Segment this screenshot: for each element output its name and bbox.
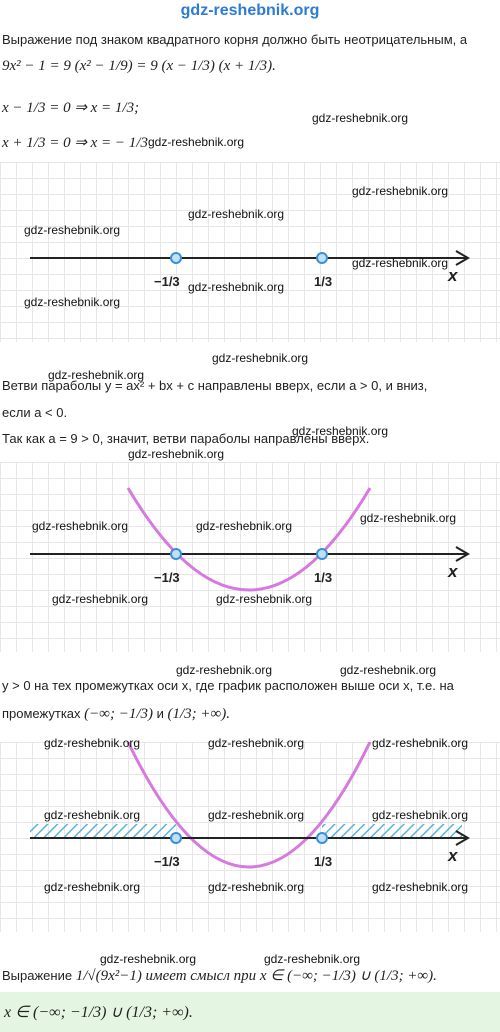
watermark: gdz-reshebnik.org [372, 880, 469, 894]
number-line-svg-1 [30, 250, 470, 266]
watermark: gdz-reshebnik.org [100, 952, 197, 966]
point-left-root [170, 832, 182, 844]
hatch-right-interval [322, 824, 462, 838]
watermark: gdz-reshebnik.org [44, 808, 141, 822]
label-left-root: −1/3 [154, 570, 180, 585]
watermark: gdz-reshebnik.org [52, 592, 149, 606]
parabola-svg-2 [30, 487, 470, 592]
equation-root-negative: x + 1/3 = 0 ⇒ x = − 1/3 [2, 135, 148, 151]
paragraph-2: Ветви параболы y = ax² + bx + c направле… [2, 378, 428, 393]
number-line-graph-1: x −1/3 1/3 [0, 162, 500, 342]
watermark: gdz-reshebnik.org [292, 424, 389, 438]
watermark: gdz-reshebnik.org [208, 736, 305, 750]
solution-svg-3 [30, 742, 470, 869]
label-right-root: 1/3 [314, 854, 333, 869]
axis-arrow [455, 250, 470, 266]
axis-arrow [455, 830, 470, 846]
watermark: gdz-reshebnik.org [32, 519, 129, 533]
paragraph-5: Выражение 1/√(9x²−1) имеет смысл при x ∈… [2, 966, 437, 985]
watermark: gdz-reshebnik.org [188, 280, 285, 294]
paragraph-4b: промежутках (−∞; −1/3) и (1/3; +∞). [2, 706, 230, 723]
watermark: gdz-reshebnik.org [44, 880, 141, 894]
watermark: gdz-reshebnik.org [216, 592, 313, 606]
parabola-curve [126, 742, 372, 869]
point-left-root [170, 252, 182, 264]
watermark: gdz-reshebnik.org [24, 295, 121, 309]
watermark: gdz-reshebnik.org [352, 184, 449, 198]
label-left-root: −1/3 [154, 854, 180, 869]
label-left-root: −1/3 [154, 274, 180, 289]
watermark: gdz-reshebnik.org [264, 952, 361, 966]
watermark: gdz-reshebnik.org [128, 447, 225, 461]
paragraph-2b: если a < 0. [2, 405, 68, 420]
site-header[interactable]: gdz-reshebnik.org [180, 2, 320, 19]
expression-prefix: Выражение [2, 968, 73, 983]
point-left-root [170, 548, 182, 560]
answer-box: x ∈ (−∞; −1/3) ∪ (1/3; +∞). [0, 992, 500, 1032]
paragraph-3: Так как a = 9 > 0, значит, ветви парабол… [2, 431, 370, 446]
paragraph-1: Выражение под знаком квадратного корня д… [2, 32, 468, 47]
point-right-root [316, 252, 328, 264]
watermark: gdz-reshebnik.org [176, 663, 273, 677]
axis-label-x: x [448, 562, 458, 581]
label-right-root: 1/3 [314, 570, 333, 585]
parabola-curve [126, 487, 372, 592]
watermark: gdz-reshebnik.org [48, 368, 145, 382]
point-right-root [316, 832, 328, 844]
axis-label-x: x [448, 846, 458, 865]
watermark: gdz-reshebnik.org [196, 519, 293, 533]
watermark: gdz-reshebnik.org [372, 808, 469, 822]
equation-factorization: 9x² − 1 = 9 (x² − 1/9) = 9 (x − 1/3) (x … [2, 58, 276, 74]
parabola-graph-2: x −1/3 1/3 [0, 462, 500, 652]
watermark: gdz-reshebnik.org [44, 736, 141, 750]
watermark: gdz-reshebnik.org [372, 736, 469, 750]
intervals-and: и [156, 706, 164, 721]
watermark: gdz-reshebnik.org [212, 351, 309, 365]
paragraph-4: y > 0 на тех промежутках оси x, где граф… [2, 678, 454, 693]
watermark: gdz-reshebnik.org [340, 663, 437, 677]
watermark: gdz-reshebnik.org [312, 111, 409, 125]
interval-left: (−∞; −1/3) [84, 706, 153, 722]
interval-right: (1/3; +∞). [167, 706, 230, 722]
hatch-left-interval [30, 824, 176, 838]
equation-root-positive: x − 1/3 = 0 ⇒ x = 1/3; [2, 100, 140, 116]
watermark: gdz-reshebnik.org [148, 135, 245, 149]
point-right-root [316, 548, 328, 560]
axis-label-x: x [448, 266, 458, 285]
solution-graph-3: x −1/3 1/3 [0, 742, 500, 932]
expression-fraction: 1/√(9x²−1) [75, 968, 142, 984]
watermark: gdz-reshebnik.org [352, 256, 449, 270]
watermark: gdz-reshebnik.org [24, 223, 121, 237]
watermark: gdz-reshebnik.org [208, 808, 305, 822]
expression-domain: имеет смысл при x ∈ (−∞; −1/3) ∪ (1/3; +… [145, 968, 437, 984]
intervals-prefix: промежутках [2, 706, 81, 721]
final-answer: x ∈ (−∞; −1/3) ∪ (1/3; +∞). [4, 1004, 193, 1021]
watermark: gdz-reshebnik.org [208, 880, 305, 894]
watermark: gdz-reshebnik.org [360, 511, 457, 525]
watermark: gdz-reshebnik.org [188, 207, 285, 221]
label-right-root: 1/3 [314, 274, 333, 289]
axis-arrow [455, 546, 470, 562]
